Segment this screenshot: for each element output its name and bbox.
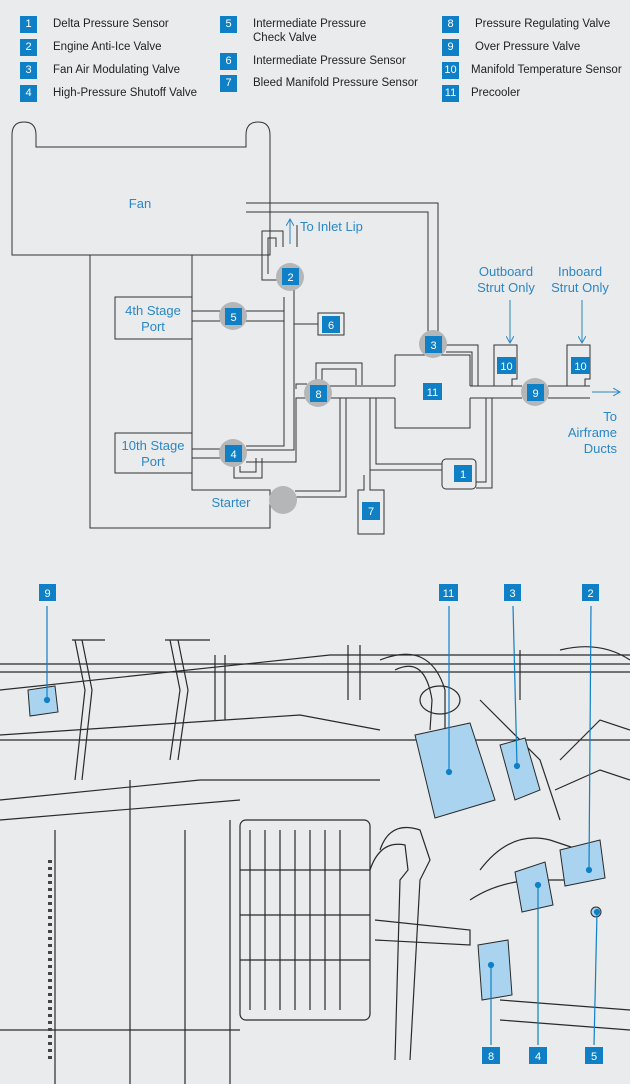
legend-label: Manifold Temperature Sensor xyxy=(471,64,622,76)
legend-badge: 5 xyxy=(220,16,237,33)
legend-item-8: 8 Pressure Regulating Valve xyxy=(442,16,610,33)
engine-core xyxy=(89,255,271,529)
port-10th-stage xyxy=(114,432,193,474)
legend-label: Over Pressure Valve xyxy=(475,41,581,53)
outboard-label-1: Outboard xyxy=(479,264,533,279)
callout-badge-2: 2 xyxy=(587,588,593,600)
callout-badge-5: 5 xyxy=(591,1051,597,1063)
legend-label: Intermediate Pressure Sensor xyxy=(253,55,406,67)
bleed-air-schematic: 2 5 6 3 8 11 4 10 10 9 1 7 Fan To Inlet … xyxy=(11,121,630,535)
badge-3: 3 xyxy=(430,340,436,352)
badge-10-outboard: 10 xyxy=(500,361,512,373)
prv-highlight xyxy=(477,939,513,1001)
badge-1: 1 xyxy=(460,469,466,481)
legend-item-1: 1 Delta Pressure Sensor xyxy=(20,16,169,33)
aiv-highlight xyxy=(559,839,606,887)
legend-label: High-Pressure Shutoff Valve xyxy=(53,87,198,99)
schematic-badges: 2 5 6 3 8 11 4 10 10 9 1 7 xyxy=(225,268,590,520)
outboard-label-2: Strut Only xyxy=(477,280,535,295)
legend-label: Bleed Manifold Pressure Sensor xyxy=(253,77,418,89)
callout-badge-11: 11 xyxy=(443,588,454,600)
legend-badge: 9 xyxy=(442,39,459,56)
callout-badge-9: 9 xyxy=(44,588,50,600)
callout-badge-3: 3 xyxy=(509,588,515,600)
to-airframe-label-2: Airframe xyxy=(568,425,617,440)
port4-label-2: Port xyxy=(141,319,165,334)
badge-2: 2 xyxy=(287,272,293,284)
badge-10-inboard: 10 xyxy=(574,361,586,373)
badge-6: 6 xyxy=(328,320,334,332)
legend-item-3: 3 Fan Air Modulating Valve xyxy=(20,62,180,79)
legend-item-10: 10 Manifold Temperature Sensor xyxy=(442,62,622,79)
legend-badge: 4 xyxy=(20,85,37,102)
legend-badge: 3 xyxy=(20,62,37,79)
legend-item-7: 7 Bleed Manifold Pressure Sensor xyxy=(220,75,418,92)
ipcv-highlight xyxy=(590,906,602,918)
legend-badge: 1 xyxy=(20,16,37,33)
legend-label: Fan Air Modulating Valve xyxy=(53,64,180,76)
legend-badge: 2 xyxy=(20,39,37,56)
legend-badge: 8 xyxy=(442,16,459,33)
legend-item-6: 6 Intermediate Pressure Sensor xyxy=(220,53,406,70)
inboard-label-1: Inboard xyxy=(558,264,602,279)
hpsov-highlight xyxy=(514,861,554,913)
port4-label-1: 4th Stage xyxy=(125,303,181,318)
legend-label: Pressure Regulating Valve xyxy=(475,18,611,30)
famv-highlight xyxy=(499,737,541,801)
legend-label: Intermediate Pressure Check Valve xyxy=(253,18,367,44)
fan-label: Fan xyxy=(129,196,151,211)
fan-housing xyxy=(11,121,271,256)
schematic-labels: Fan To Inlet Lip 4th Stage Port 10th Sta… xyxy=(122,196,618,510)
legend-item-4: 4 High-Pressure Shutoff Valve xyxy=(20,85,197,102)
inboard-label-2: Strut Only xyxy=(551,280,609,295)
legend-item-9: 9 Over Pressure Valve xyxy=(442,39,580,56)
badge-7: 7 xyxy=(368,506,374,518)
legend-label: Delta Pressure Sensor xyxy=(53,18,169,30)
badge-9: 9 xyxy=(532,388,538,400)
port-4th-stage xyxy=(114,296,193,340)
badge-11: 11 xyxy=(427,387,438,399)
to-airframe-label-3: Ducts xyxy=(584,441,618,456)
legend-item-2: 2 Engine Anti-Ice Valve xyxy=(20,39,161,56)
legend-label: Engine Anti-Ice Valve xyxy=(53,41,162,53)
legend-badge: 7 xyxy=(220,75,237,92)
legend-badge: 6 xyxy=(220,53,237,70)
to-airframe-label-1: To xyxy=(603,409,617,424)
legend-item-5: 5 Intermediate Pressure Check Valve xyxy=(220,16,366,45)
legend-badge: 11 xyxy=(442,85,459,102)
legend-badge: 10 xyxy=(442,62,459,79)
legend-item-11: 11 Precooler xyxy=(442,85,520,102)
legend-label: Precooler xyxy=(471,87,521,99)
starter-label: Starter xyxy=(211,495,251,510)
valve-nodes xyxy=(219,263,549,514)
to-inlet-lip-label: To Inlet Lip xyxy=(300,219,363,234)
callout-badge-8: 8 xyxy=(488,1051,494,1063)
callout-badge-4: 4 xyxy=(535,1051,541,1063)
precooler-highlight xyxy=(414,722,496,819)
port10-label-2: Port xyxy=(141,454,165,469)
badge-5: 5 xyxy=(230,312,236,324)
badge-4: 4 xyxy=(230,449,236,461)
badge-8: 8 xyxy=(315,389,321,401)
opv-highlight xyxy=(27,685,59,717)
port10-label-1: 10th Stage xyxy=(122,438,185,453)
